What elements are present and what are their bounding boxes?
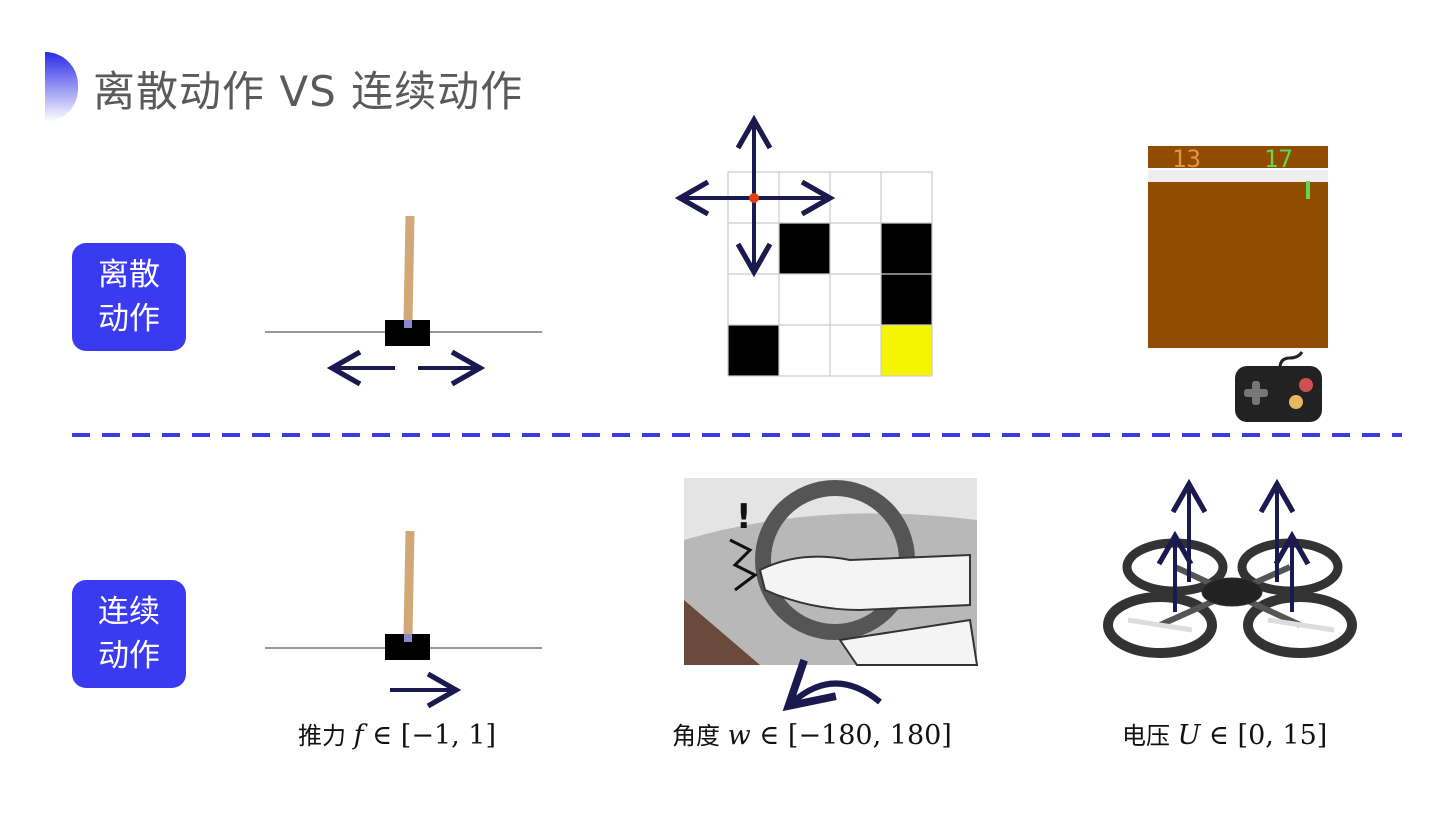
agent-icon (749, 193, 759, 203)
svg-text:!: ! (736, 497, 752, 537)
cartpole-discrete-illustration (265, 215, 542, 387)
gamepad-icon (1235, 351, 1322, 422)
drone-illustration (1103, 478, 1357, 658)
discrete-action-label: 离散动作 (72, 243, 186, 351)
slide-title: 离散动作 VS 连续动作 (93, 67, 524, 116)
label-line: 连续 (98, 594, 160, 630)
steering-wheel-illustration: ! (684, 478, 979, 712)
rotate-arrow-icon (782, 658, 882, 712)
caption-range: ∈ [−180, 180] (750, 720, 952, 751)
caption-voltage: 电压 U ∈ [0, 15] (1122, 716, 1327, 751)
caption-prefix: 推力 (298, 722, 346, 750)
label-line: 动作 (98, 301, 160, 337)
caption-variable: f (353, 720, 364, 751)
score-left: 13 (1172, 145, 1201, 173)
caption-range: ∈ [0, 15] (1200, 720, 1328, 751)
continuous-action-label: 连续动作 (72, 580, 186, 688)
caption-angle: 角度 w ∈ [−180, 180] (672, 716, 952, 751)
caption-variable: w (727, 720, 751, 751)
score-right: 17 (1264, 145, 1293, 173)
label-line: 动作 (98, 638, 160, 674)
gridworld-illustration (674, 114, 933, 377)
caption-prefix: 电压 (1122, 722, 1170, 750)
cartpole-continuous-illustration (265, 530, 542, 709)
label-line: 离散 (98, 257, 160, 293)
caption-range: ∈ [−1, 1] (363, 720, 497, 751)
caption-variable: U (1177, 720, 1201, 751)
caption-prefix: 角度 (672, 722, 720, 750)
caption-force: 推力 f ∈ [−1, 1] (298, 716, 496, 751)
atari-game-illustration: 13 17 (1148, 145, 1328, 422)
